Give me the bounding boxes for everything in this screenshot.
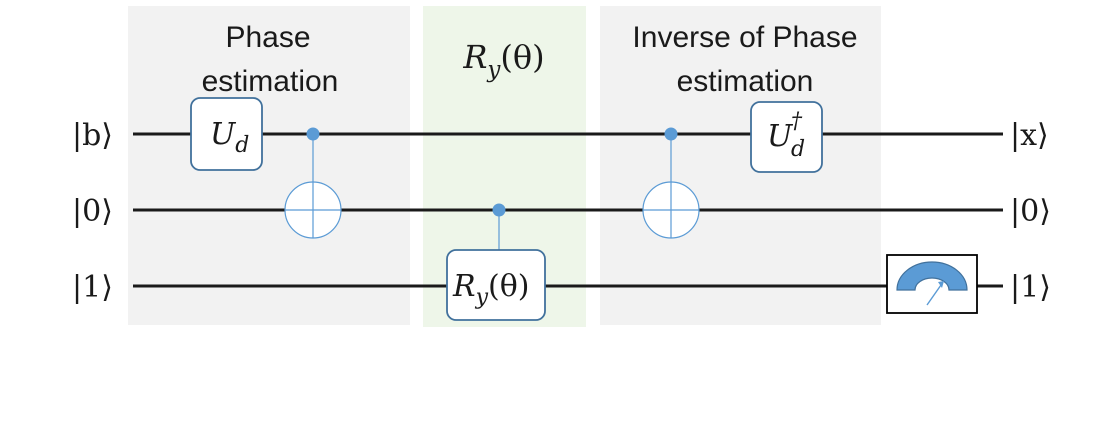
cnot-control-dot-2 [664,127,678,141]
output-ket-x: |x⟩ [1010,118,1049,153]
svg-text:Ud: Ud [210,117,249,158]
rotation-title-base: R [462,38,487,76]
ud-dagger-base: U [767,119,794,154]
input-ket-0: |0⟩ [72,194,113,229]
phase-estimation-title-line1: Phase [225,21,310,54]
ry-control-dot [492,203,506,217]
input-ket-1: |1⟩ [72,270,113,305]
output-ket-1: |1⟩ [1010,270,1051,305]
measurement-meter-icon [886,254,978,314]
phase-estimation-panel [128,6,410,325]
cnot-inverse-phase-estimation [642,127,700,239]
ry-gate-arg: (θ) [488,269,529,304]
ud-dagger-gate: U † d [750,101,823,173]
inverse-phase-estimation-title-line2: estimation [677,65,814,98]
inverse-phase-estimation-panel [600,6,881,325]
output-ket-0: |0⟩ [1010,194,1051,229]
controlled-ry: Ry(θ) [446,203,546,321]
ud-gate-base: U [210,117,237,152]
ry-gate-base: R [452,269,476,304]
ud-gate-sub: d [235,133,249,158]
inverse-phase-estimation-title-line1: Inverse of Phase [632,21,857,54]
svg-text:Ry(θ): Ry(θ) [452,269,530,310]
rotation-title-arg: (θ) [500,38,544,76]
phase-estimation-title-line2: estimation [202,65,339,98]
ry-gate-box [446,249,546,321]
cnot-control-dot-1 [306,127,320,141]
ud-dagger-sub: d [791,137,805,162]
cnot-phase-estimation [284,127,342,239]
rotation-title-sub: y [486,57,501,83]
svg-text:U: U [767,119,794,154]
ud-gate: Ud [190,97,263,171]
ud-dagger-sup: † [791,109,803,134]
ry-gate-sub: y [475,285,489,310]
rotation-title: Ry(θ) [462,38,544,83]
input-ket-b: |b⟩ [72,118,113,153]
